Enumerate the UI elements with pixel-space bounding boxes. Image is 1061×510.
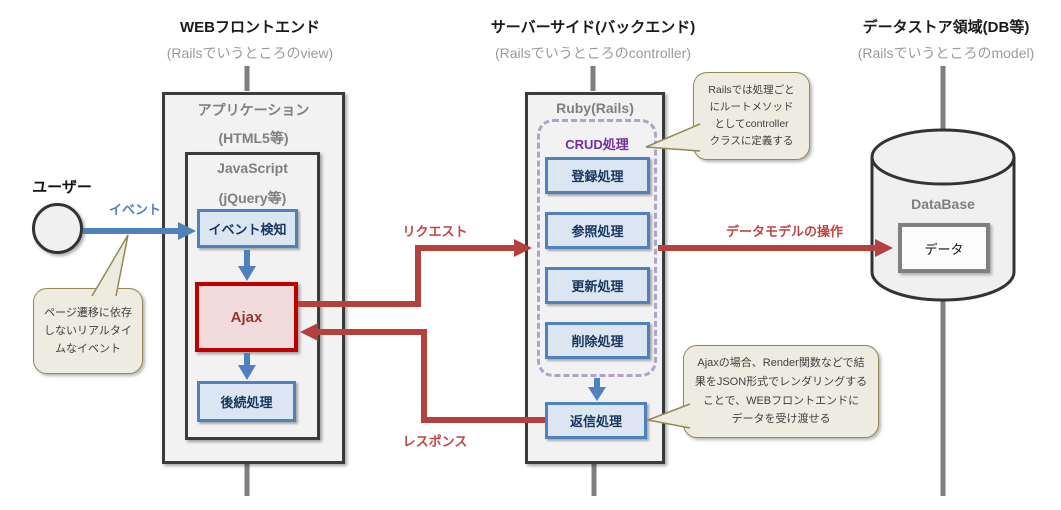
response-flow-label: レスポンス <box>402 434 468 449</box>
callout-line: ムなイベント <box>55 343 121 356</box>
callout-line: としてcontroller <box>714 118 789 130</box>
ruby-box-title: Ruby(Rails) <box>556 100 634 116</box>
callout-line: Railsでは処理ごと <box>708 84 795 97</box>
followup-node: 後続処理 <box>197 381 296 422</box>
callout-line: しないリアルタイ <box>44 324 132 337</box>
datastore-column-subtitle: (Railsでいうところのmodel) <box>857 45 1035 61</box>
database-cylinder <box>870 128 1016 302</box>
request-flow-label: リクエスト <box>402 224 468 239</box>
application-box-subtitle: (HTML5等) <box>218 130 289 146</box>
callout-line: Ajaxの場合、Render関数などで結 <box>697 357 865 370</box>
crud-read-node: 参照処理 <box>545 212 650 249</box>
javascript-box-title: JavaScript <box>217 160 288 176</box>
callout-line: 果をJSON形式でレンダリングする <box>694 375 868 388</box>
rails-routing-callout: Railsでは処理ごと にルートメソッド としてcontroller クラスに定… <box>693 72 810 160</box>
crud-update-node: 更新処理 <box>545 267 650 304</box>
crud-delete-node: 削除処理 <box>545 322 650 359</box>
ajax-render-callout: Ajaxの場合、Render関数などで結 果をJSON形式でレンダリングする こ… <box>683 345 879 438</box>
data-node: データ <box>898 223 990 273</box>
datastore-column-title: データストア領域(DB等) <box>862 19 1030 36</box>
response-arrow <box>316 329 545 423</box>
model-ops-flow-label: データモデルの操作 <box>725 224 843 239</box>
database-label: DataBase <box>911 196 975 212</box>
reply-node: 返信処理 <box>545 402 647 439</box>
callout-line: クラスに定義する <box>709 134 794 147</box>
callout-line: データを受け渡せる <box>731 413 831 426</box>
event-detect-node: イベント検知 <box>197 209 298 248</box>
crud-create-node: 登録処理 <box>545 157 650 194</box>
callout-line: ページ遷移に依存 <box>44 306 132 319</box>
user-icon <box>32 203 83 254</box>
frontend-column-title: WEBフロントエンド <box>180 19 320 36</box>
backend-column-subtitle: (Railsでいうところのcontroller) <box>494 45 692 61</box>
backend-column-title: サーバーサイド(バックエンド) <box>490 19 696 36</box>
crud-group-label: CRUD処理 <box>565 137 629 152</box>
event-flow-label: イベント <box>108 202 161 217</box>
callout-line: ことで、WEBフロントエンドに <box>702 394 860 407</box>
callout-line: にルートメソッド <box>709 101 794 114</box>
javascript-box-subtitle: (jQuery等) <box>218 190 287 206</box>
realtime-event-callout: ページ遷移に依存 しないリアルタイ ムなイベント <box>33 288 143 374</box>
crud-group-box <box>537 119 657 377</box>
ajax-node: Ajax <box>195 282 298 352</box>
frontend-column-subtitle: (Railsでいうところのview) <box>166 45 334 61</box>
user-label: ユーザー <box>32 179 92 196</box>
application-box-title: アプリケーション <box>197 102 310 118</box>
